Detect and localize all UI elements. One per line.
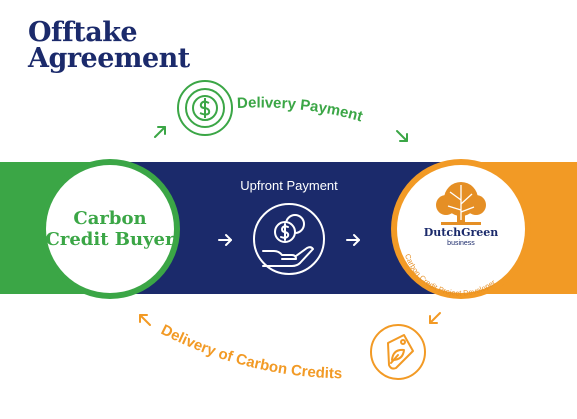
hand-with-coins-icon bbox=[253, 203, 325, 275]
dutchgreen-node: DutchGreen business Carbon Credit Projec… bbox=[391, 159, 531, 299]
svg-text:Delivery Payment: Delivery Payment bbox=[237, 94, 365, 125]
arrow-up-left-icon bbox=[139, 314, 151, 326]
title-line-1: Offtake bbox=[28, 17, 138, 48]
right-arrow-icon bbox=[218, 234, 232, 246]
delivery-payment-label: Delivery Payment bbox=[237, 94, 365, 125]
upfront-payment-label: Upfront Payment bbox=[240, 178, 338, 193]
coin-payment-icon bbox=[177, 80, 233, 136]
buyer-label-line-2: Credit Buyer bbox=[46, 229, 175, 250]
arrow-up-right-icon bbox=[154, 126, 166, 138]
svg-text:Delivery of Carbon Credits: Delivery of Carbon Credits bbox=[158, 321, 342, 382]
carbon-credit-tag-icon bbox=[370, 324, 426, 380]
logo-subtext: business bbox=[447, 240, 475, 247]
tree-logo-icon bbox=[436, 182, 486, 225]
buyer-label-line-1: Carbon bbox=[73, 208, 146, 229]
arrow-down-right-icon bbox=[396, 130, 408, 142]
right-arrow-icon bbox=[346, 234, 360, 246]
title-line-2: Agreement bbox=[28, 43, 190, 74]
delivery-of-carbon-credits-label: Delivery of Carbon Credits bbox=[158, 321, 342, 382]
logo-text: DutchGreen bbox=[424, 226, 499, 239]
arrow-down-left-icon bbox=[429, 312, 441, 324]
carbon-credit-buyer-node: Carbon Credit Buyer bbox=[40, 159, 180, 299]
page-title: Offtake Agreement bbox=[28, 17, 190, 74]
